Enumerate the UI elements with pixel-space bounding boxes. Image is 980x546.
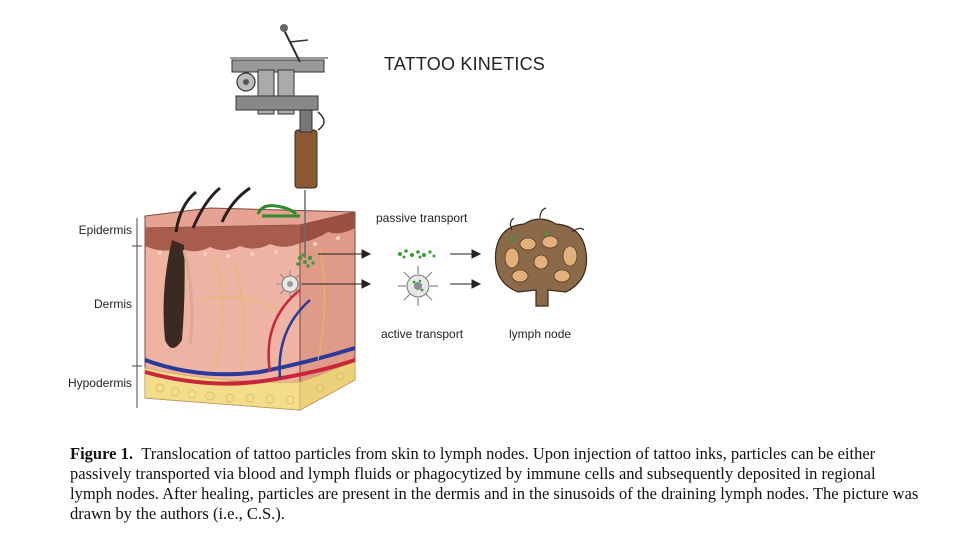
- caption-label: Figure 1.: [70, 444, 133, 463]
- hair-follicle: [163, 240, 185, 348]
- lymph-node-shape: [494, 207, 588, 307]
- label-lymph-node: lymph node: [509, 327, 572, 341]
- label-epidermis: Epidermis: [78, 223, 132, 237]
- artery: [144, 358, 356, 386]
- figure-caption: Figure 1. Translocation of tattoo partic…: [70, 444, 920, 524]
- label-active-transport: active transport: [381, 327, 464, 341]
- diagram-title: TATTOO KINETICS: [384, 54, 546, 74]
- epidermis-layer: [145, 225, 300, 252]
- tattoo-kinetics-diagram: [132, 24, 588, 411]
- label-passive-transport: passive transport: [376, 211, 468, 225]
- vein: [144, 346, 356, 377]
- passive-ink-particles: [398, 249, 436, 259]
- immune-cell-dermis: [276, 270, 304, 298]
- figure-illustration: TATTOO KINETICS Epidermis Dermis Hypoder…: [67, 24, 588, 411]
- hair: [174, 190, 197, 233]
- transport-arrows: [302, 249, 482, 289]
- label-hypodermis: Hypodermis: [67, 376, 132, 390]
- tattoo-machine: [230, 24, 328, 189]
- tattoo-design: [256, 204, 300, 218]
- macrophage-cell: [398, 266, 438, 306]
- ink-particles-dermis: [296, 253, 315, 268]
- caption-text: Translocation of tattoo particles from s…: [70, 444, 919, 523]
- machine-grip: [294, 129, 318, 189]
- label-dermis: Dermis: [94, 297, 132, 311]
